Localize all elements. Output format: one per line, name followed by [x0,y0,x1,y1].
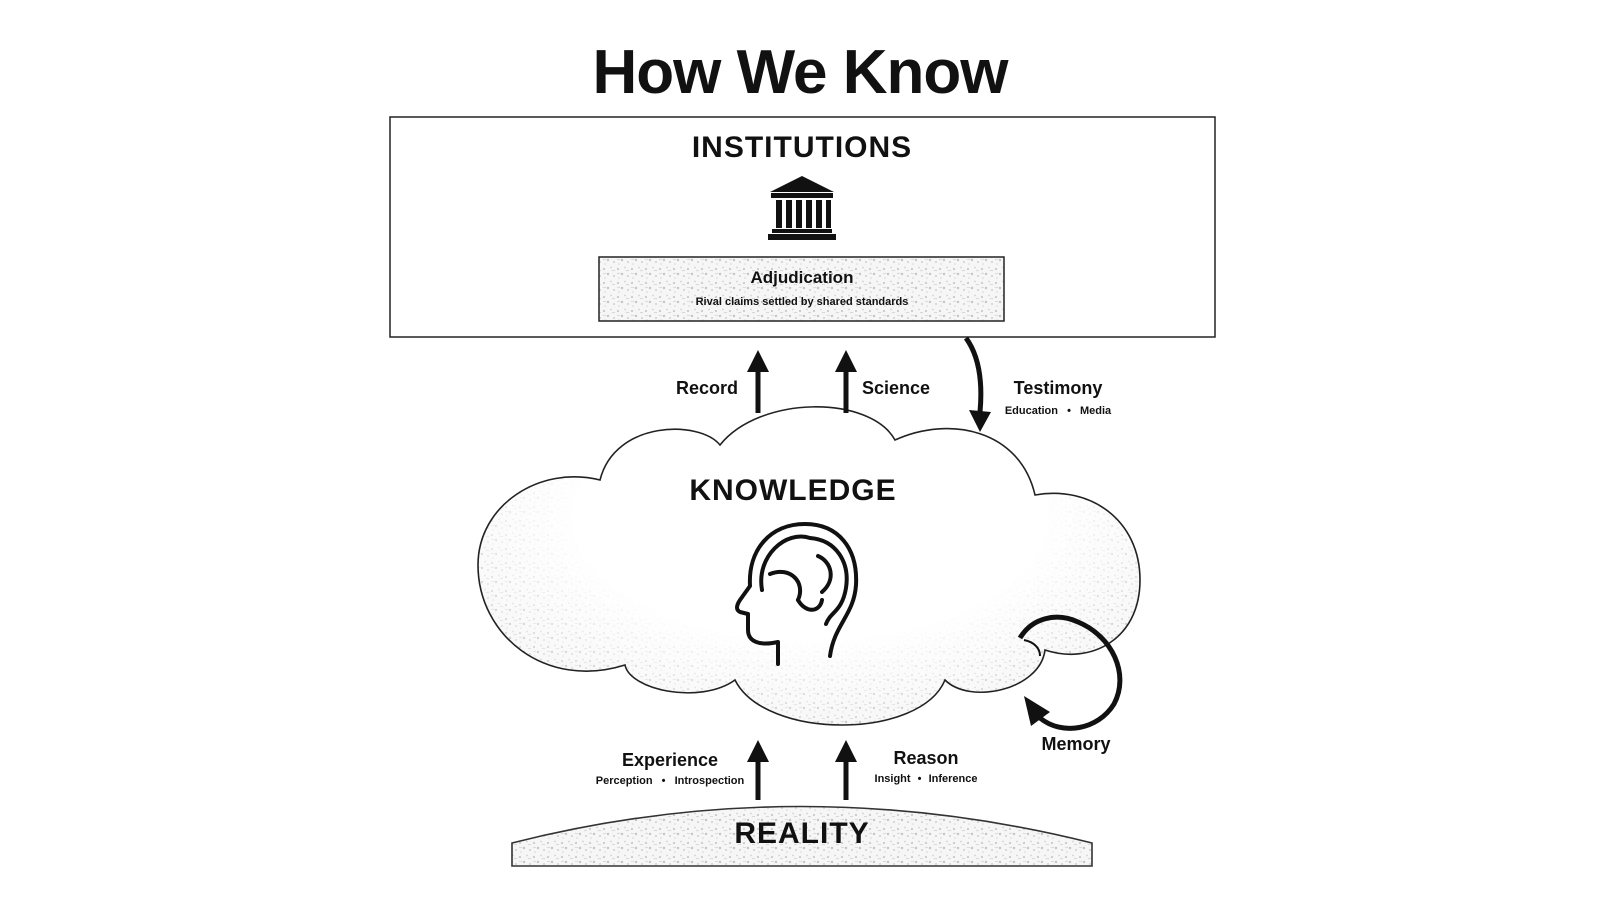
adjudication-title: Adjudication [751,268,854,287]
reality-dome [511,805,1093,867]
memory-label: Memory [1041,734,1110,754]
memory-loop-arrow [1017,614,1123,731]
reason-separator: • [918,773,922,785]
experience-sublabels: Perception • Introspection [596,775,745,787]
reason-label: Reason [893,748,958,768]
institution-building-icon [768,176,836,240]
experience-sub-introspection: Introspection [675,775,745,787]
science-arrow [835,350,857,413]
record-arrow [747,350,769,413]
science-label: Science [862,378,930,398]
human-head-brain-icon [735,522,859,666]
experience-arrow [747,740,769,800]
knowledge-heading: KNOWLEDGE [689,474,896,507]
testimony-sub-education: Education [1005,405,1058,417]
reason-sublabels: Insight • Inference [875,773,978,785]
page-title: How We Know [593,38,1010,107]
experience-separator: • [662,775,666,787]
experience-sub-perception: Perception [596,775,653,787]
testimony-label: Testimony [1014,378,1103,398]
testimony-sub-media: Media [1080,405,1112,417]
knowledge-cloud [477,406,1141,726]
adjudication-subtitle: Rival claims settled by shared standards [696,296,909,308]
record-label: Record [676,378,738,398]
reason-sub-inference: Inference [929,773,978,785]
reason-sub-insight: Insight [875,773,911,785]
adjudication-box [598,256,1005,322]
testimony-arrow [963,336,991,432]
testimony-separator: • [1067,405,1071,417]
institutions-heading: INSTITUTIONS [692,131,912,164]
reason-arrow [835,740,857,800]
experience-label: Experience [622,750,718,770]
testimony-sublabels: Education • Media [1005,405,1112,417]
reality-heading: REALITY [734,817,869,850]
